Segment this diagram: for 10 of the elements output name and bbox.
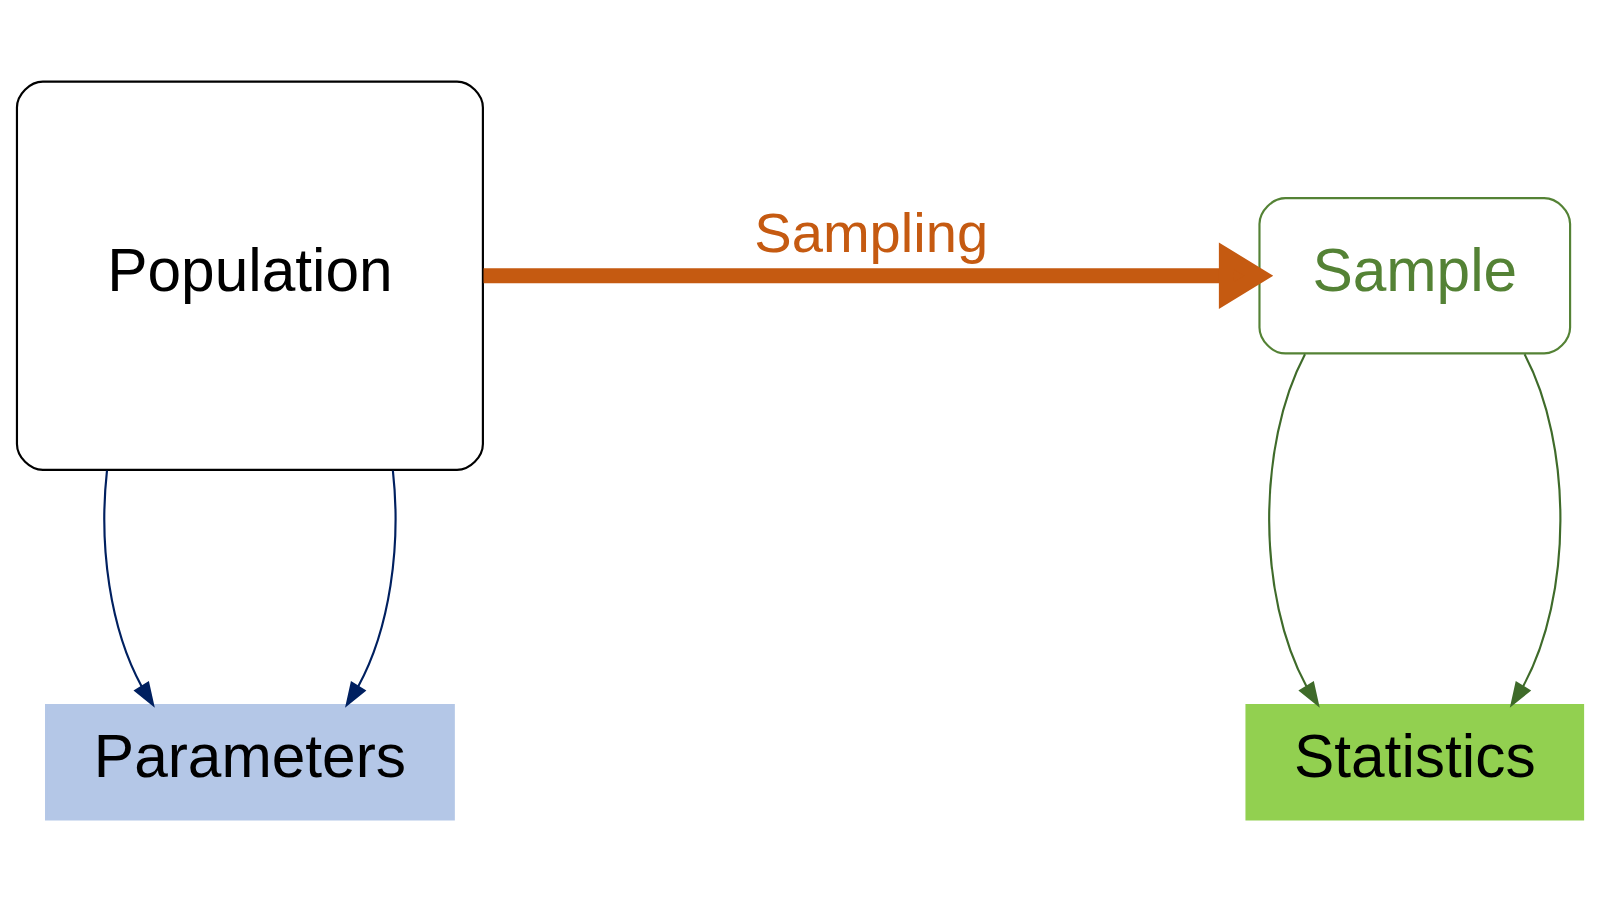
node-box: Sample [1258, 196, 1572, 354]
arrow [483, 241, 1274, 309]
node-box: Statistics [1245, 703, 1585, 820]
arrow [1268, 353, 1320, 708]
arrow [103, 469, 155, 708]
edge-label: Sampling [754, 200, 989, 264]
node-box: Parameters [45, 703, 455, 820]
arrow [345, 469, 397, 708]
node-box: Population [15, 80, 484, 471]
arrow [1509, 353, 1562, 708]
